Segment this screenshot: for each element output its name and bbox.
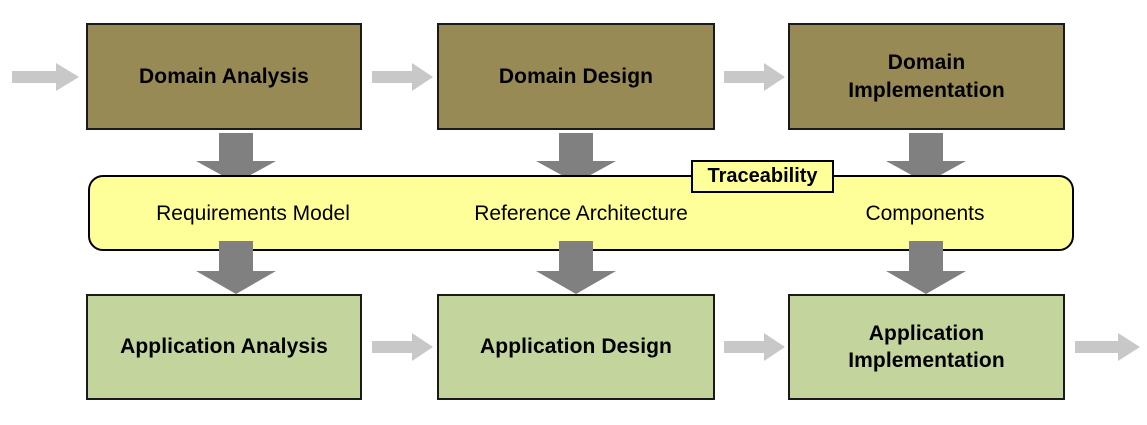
flow-arrow-application-design-to-application-implementation [724,332,786,362]
down-arrow-domain-analysis-to-band [195,133,277,184]
box-application-analysis-label: Application Analysis [120,335,328,359]
flow-arrow-out-of-application-implementation [1075,332,1141,362]
box-domain-implementation[interactable]: Domain Implementation [788,23,1065,130]
box-domain-design-label: Domain Design [498,64,654,88]
down-arrow-band-to-application-implementation [885,241,967,295]
flow-arrow-into-domain-analysis [12,62,80,92]
box-application-design[interactable]: Application Design [437,294,715,400]
band-item-components: Components [865,202,985,225]
box-domain-analysis-label: Domain Analysis [139,64,309,88]
box-domain-analysis[interactable]: Domain Analysis [86,23,362,130]
down-arrow-domain-design-to-band [535,133,617,184]
box-application-design-label: Application Design [480,335,672,359]
box-application-analysis[interactable]: Application Analysis [86,294,362,400]
flow-arrow-domain-design-to-domain-implementation [724,62,786,92]
box-domain-design[interactable]: Domain Design [437,23,715,130]
down-arrow-domain-implementation-to-band [885,133,967,184]
box-application-implementation[interactable]: Application Implementation [788,294,1065,400]
down-arrow-band-to-application-analysis [195,241,277,295]
box-application-implementation-label: Application Implementation [848,321,1005,372]
box-domain-implementation-label: Domain Implementation [848,51,1005,102]
band-item-requirements-model: Requirements Model [156,202,350,225]
flow-arrow-domain-analysis-to-domain-design [372,62,434,92]
traceability-tag-label: Traceability [707,165,818,187]
flow-arrow-application-analysis-to-application-design [372,332,434,362]
band-item-reference-architecture: Reference Architecture [474,202,688,225]
traceability-band[interactable] [88,175,1074,251]
down-arrow-band-to-application-design [535,241,617,295]
traceability-tag[interactable]: Traceability [691,160,834,193]
